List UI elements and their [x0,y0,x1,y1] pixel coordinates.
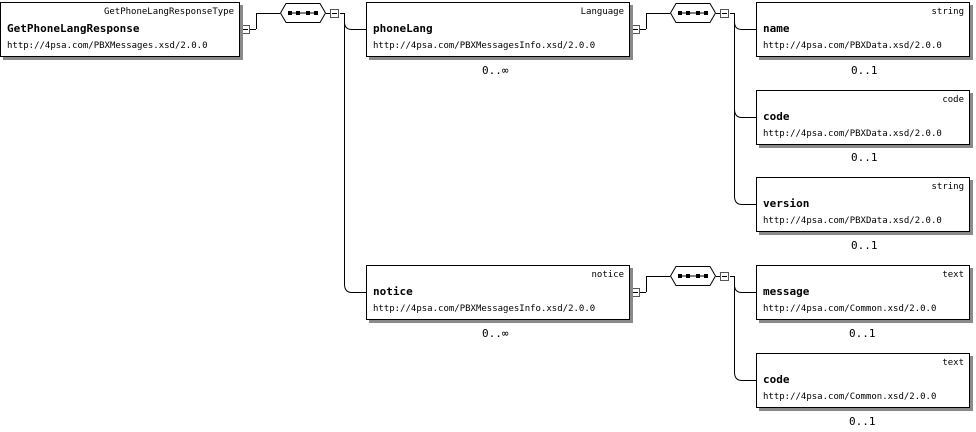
element-node-notice[interactable]: notice notice http://4psa.com/PBXMessage… [366,265,630,320]
element-node-root[interactable]: GetPhoneLangResponseType GetPhoneLangRes… [0,2,240,57]
element-node-version[interactable]: string version http://4psa.com/PBXData.x… [756,177,970,232]
element-namespace: http://4psa.com/PBXData.xsd/2.0.0 [763,129,942,139]
sequence-compositor-icon[interactable] [670,266,716,286]
cardinality-label: 0..1 [851,239,878,252]
element-namespace: http://4psa.com/PBXData.xsd/2.0.0 [763,41,942,51]
element-namespace: http://4psa.com/PBXMessagesInfo.xsd/2.0.… [373,41,596,51]
element-node-code[interactable]: code code http://4psa.com/PBXData.xsd/2.… [756,90,970,145]
cardinality-label: 0..1 [849,415,876,428]
cardinality-label: 0..∞ [482,64,509,77]
cardinality-label: 0..∞ [482,327,509,340]
cardinality-label: 0..1 [851,64,878,77]
collapse-toggle-icon[interactable] [631,25,640,34]
collapse-toggle-icon[interactable] [241,25,250,34]
element-type: text [942,270,964,280]
element-name: notice [373,285,413,298]
collapse-toggle-icon[interactable] [330,9,339,18]
element-namespace: http://4psa.com/Common.xsd/2.0.0 [763,392,937,402]
element-namespace: http://4psa.com/PBXMessagesInfo.xsd/2.0.… [373,304,596,314]
element-node-message[interactable]: text message http://4psa.com/Common.xsd/… [756,265,970,320]
element-name: phoneLang [373,22,433,35]
element-name: message [763,285,810,298]
sequence-compositor-icon[interactable] [670,3,716,23]
element-namespace: http://4psa.com/PBXMessages.xsd/2.0.0 [7,41,208,51]
element-namespace: http://4psa.com/PBXData.xsd/2.0.0 [763,216,942,226]
element-type: string [931,7,964,17]
element-type: string [931,182,964,192]
element-namespace: http://4psa.com/Common.xsd/2.0.0 [763,304,937,314]
cardinality-label: 0..1 [851,151,878,164]
element-name: code [763,110,790,123]
element-name: name [763,22,790,35]
element-type: GetPhoneLangResponseType [103,7,234,17]
collapse-toggle-icon[interactable] [720,272,729,281]
collapse-toggle-icon[interactable] [631,288,640,297]
cardinality-label: 0..1 [849,327,876,340]
sequence-compositor-icon[interactable] [280,3,326,23]
element-node-name[interactable]: string name http://4psa.com/PBXData.xsd/… [756,2,970,57]
element-type: notice [591,270,624,280]
element-name: GetPhoneLangResponse [7,22,140,35]
element-node-phonelang[interactable]: Language phoneLang http://4psa.com/PBXMe… [366,2,630,57]
collapse-toggle-icon[interactable] [720,9,729,18]
element-node-code-common[interactable]: text code http://4psa.com/Common.xsd/2.0… [756,353,970,408]
element-type: text [942,358,964,368]
element-name: version [763,197,810,210]
element-name: code [763,373,790,386]
element-type: code [942,95,964,105]
element-type: Language [580,7,624,17]
